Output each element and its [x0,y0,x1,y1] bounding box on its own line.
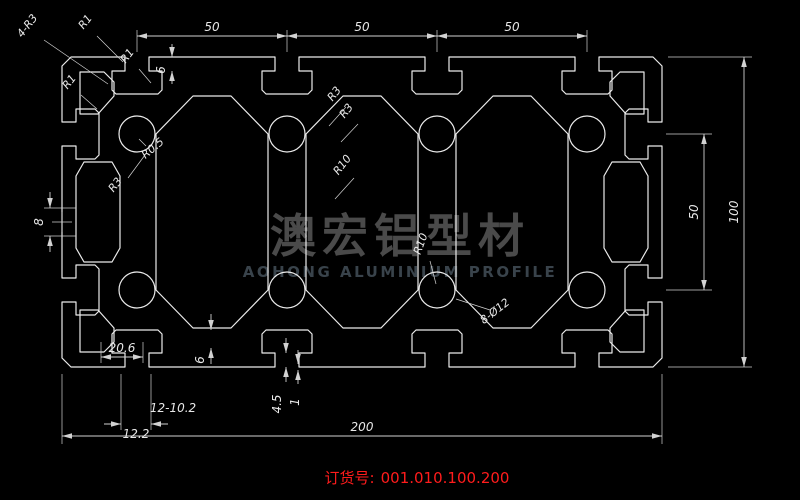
dim-label-dim-4-5: 4.5 [270,394,284,413]
annotation-label-ann-r1-a: R1 [76,12,95,32]
dim-label-dim-right-50: 50 [687,204,701,220]
dim-label-dim-bottom-200: 200 [351,420,374,434]
bolt-hole-circle [418,271,456,309]
cavity-octagon [155,95,269,329]
dim-label-dim-1: 1 [288,398,302,406]
cavity-corner [79,309,115,353]
bolt-hole-circle [268,271,306,309]
annotation-leader-line [334,177,355,200]
annotation-label-ann-r3-mid-2: R3 [337,101,356,121]
watermark-en-text: AOHONG ALUMINIUM PROFILE [243,263,557,281]
dim-arrowhead [101,354,111,360]
dim-arrowhead [137,33,147,39]
dim-arrowhead [652,433,662,439]
annotation-label-ann-r3-mid-1: R3 [325,84,344,104]
annotation-leader-line [43,39,109,85]
dim-arrowhead [169,47,175,57]
dim-arrowhead [133,354,143,360]
annotation-leader-line [127,154,146,179]
cavity-right-edge [603,161,649,263]
dim-arrowhead [47,236,53,246]
annotation-leader-line [429,260,437,285]
dim-arrowhead [701,134,707,144]
order-number: 订货号: 001.010.100.200 [325,467,516,488]
annotation-label-ann-4r3: 4-R3 [14,12,40,40]
dim-arrowhead [295,354,301,364]
dim-label-dim-top-50-3: 50 [504,20,520,34]
profile-outline [61,56,663,368]
dim-arrowhead [741,57,747,67]
annotation-leader-line [80,94,98,110]
annotation-label-ann-8d12: 8-Ø12 [478,296,513,327]
bolt-hole-circle [418,115,456,153]
order-number-label: 订货号: [324,469,375,487]
annotation-label-ann-r3-left: R3 [106,175,125,195]
dim-label-dim-20-6: 20.6 [109,341,136,355]
cavity-corner [609,71,645,115]
dim-label-dim-12-2: 12.2 [123,427,150,441]
dim-arrowhead [283,343,289,353]
watermark-cn-text: 澳宏铝型材 [270,209,530,263]
dim-arrowhead [208,320,214,330]
dim-label-dim-right-100: 100 [727,200,741,223]
dim-label-dim-top-6: 6 [154,66,168,74]
cavity-octagon [305,95,419,329]
order-number-value: 001.010.100.200 [380,469,510,487]
cavity-corner [79,71,115,115]
dim-label-dim-top-50-1: 50 [204,20,220,34]
annotation-label-ann-r1-b: R1 [118,46,137,66]
dim-arrowhead [151,421,161,427]
dim-arrowhead [283,367,289,377]
cavity-corner [609,309,645,353]
cavity-left-edge [75,161,121,263]
dim-label-dim-bottom-6: 6 [193,356,207,364]
bolt-hole-circle [118,115,156,153]
dim-arrowhead [577,33,587,39]
dim-arrowhead [427,33,437,39]
dim-label-dim-top-50-2: 50 [354,20,370,34]
dim-arrowhead [701,280,707,290]
dim-arrowhead [169,71,175,81]
bolt-hole-circle [568,271,606,309]
dim-arrowhead [287,33,297,39]
dim-arrowhead [62,433,72,439]
dim-arrowhead [111,421,121,427]
dim-label-dim-note-12-10-2: 12-10.2 [150,401,196,415]
profile-geometry [61,56,663,368]
annotation-leader-line [138,68,152,84]
dim-arrowhead [47,198,53,208]
bolt-hole-circle [568,115,606,153]
annotation-leader-line [328,106,347,127]
annotation-leader-line [455,298,491,311]
dim-arrowhead [295,370,301,380]
dim-arrowhead [208,348,214,358]
dim-label-dim-left-8: 8 [32,218,46,226]
bolt-hole-circle [268,115,306,153]
annotation-leader-line [340,123,359,143]
dim-arrowhead [437,33,447,39]
annotation-leader-line [96,35,124,63]
annotation-label-ann-r10-a: R10 [330,152,354,177]
bolt-hole-circle [118,271,156,309]
dimension-lines [43,30,752,444]
annotation-label-ann-r05: R0.5 [139,135,167,161]
dim-arrowhead [277,33,287,39]
annotation-leader-line [138,138,147,147]
cavity-octagon [455,95,569,329]
dim-arrowhead [741,357,747,367]
